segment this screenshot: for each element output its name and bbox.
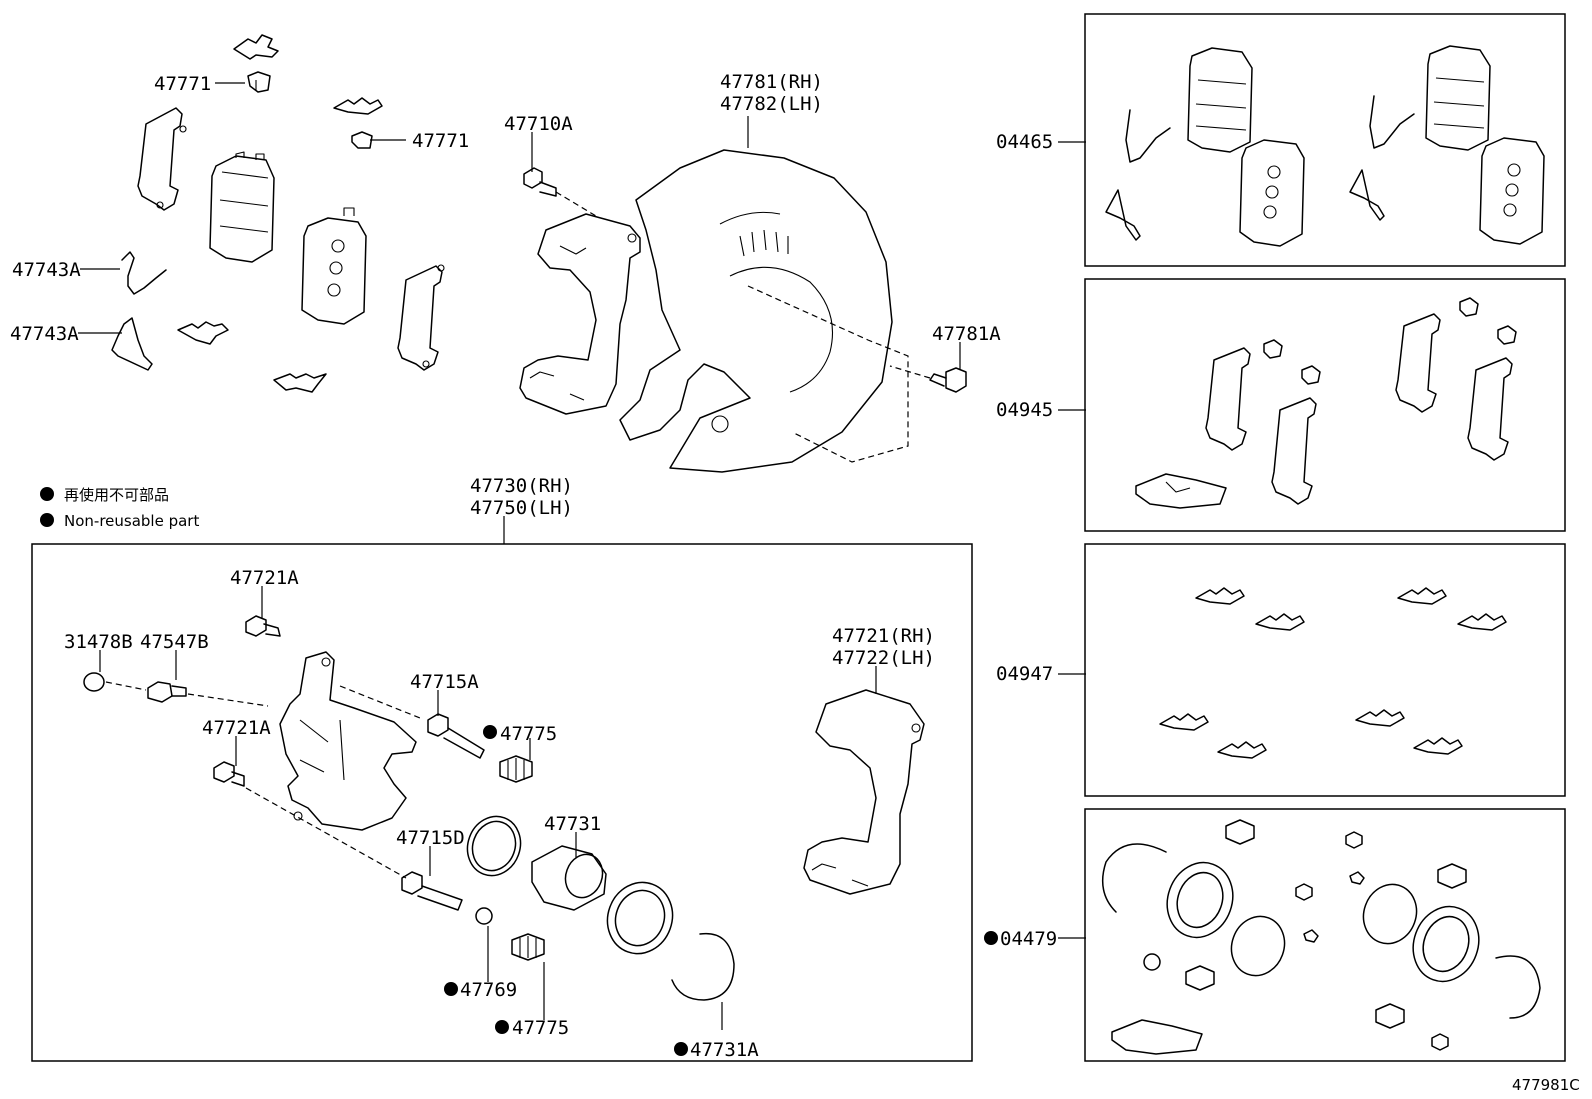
nonreusable-dot-47769 <box>444 982 458 996</box>
pad-clip-47771-top <box>247 71 271 93</box>
label-47730-rh: 47730(RH) <box>470 475 573 497</box>
kit-box-04465 <box>1084 13 1566 267</box>
label-31478b: 31478B <box>64 631 133 653</box>
legend-text-en: Non-reusable part <box>64 512 199 530</box>
anti-squeal-shim-top <box>233 34 279 60</box>
label-47715d: 47715D <box>396 827 465 849</box>
pad-clip-47771-right <box>351 131 373 149</box>
boot-47775-lower <box>511 933 545 961</box>
label-04947: 04947 <box>996 663 1053 685</box>
label-47743a-upper: 47743A <box>12 259 81 281</box>
label-47781-rh: 47781(RH) <box>720 71 823 93</box>
label-47721-rh: 47721(RH) <box>832 625 935 647</box>
bolt-47710a <box>523 167 557 197</box>
pad-support-plate-left <box>137 107 187 211</box>
label-04945: 04945 <box>996 399 1053 421</box>
bleeder-cap-31478b <box>83 672 105 692</box>
leader-dashed-cover-bolt <box>889 365 931 379</box>
label-47750-lh: 47750(LH) <box>470 497 573 519</box>
brake-pad-right <box>301 207 367 325</box>
caliper-mounting-bracket <box>519 213 641 415</box>
kit-box-04479 <box>1084 808 1566 1062</box>
label-04465: 04465 <box>996 131 1053 153</box>
label-47721a-lower: 47721A <box>202 717 271 739</box>
label-47721a-upper: 47721A <box>230 567 299 589</box>
piston-47731 <box>531 845 607 911</box>
label-47775-lower: 47775 <box>512 1017 569 1039</box>
label-47722-lh: 47722(LH) <box>832 647 935 669</box>
cylinder-boot <box>606 881 674 955</box>
leader-dashed-upper-pin <box>339 685 421 719</box>
label-47775-upper: 47775 <box>500 723 557 745</box>
kit-box-04945 <box>1084 278 1566 532</box>
label-47731a: 47731A <box>690 1039 759 1061</box>
nonreusable-dot-47775-lower <box>495 1020 509 1034</box>
bolt-47781a <box>929 367 967 393</box>
label-47731: 47731 <box>544 813 601 835</box>
set-ring-47731a <box>671 932 735 1001</box>
piston-seal <box>466 815 522 877</box>
pin-47715d <box>401 871 463 911</box>
label-47769: 47769 <box>460 979 517 1001</box>
label-47781a: 47781A <box>932 323 1001 345</box>
legend-dot-jp <box>40 487 54 501</box>
label-47715a: 47715A <box>410 671 479 693</box>
brake-pad-left <box>209 151 275 263</box>
leader-lines <box>78 82 1086 1030</box>
kit-04479-content <box>1101 819 1541 1055</box>
label-47782-lh: 47782(LH) <box>720 93 823 115</box>
label-04479: 04479 <box>1000 928 1057 950</box>
leader-dashed-lower-bolt <box>245 787 407 879</box>
label-47771-top: 47771 <box>154 73 211 95</box>
anti-squeal-shim-lower <box>177 321 229 345</box>
kit-04947-content <box>1159 587 1507 759</box>
pin-47715a <box>427 713 485 759</box>
nonreusable-dot-47731a <box>674 1042 688 1056</box>
pad-support-plate-right <box>397 264 445 371</box>
caliper-cylinder <box>279 651 417 831</box>
disc-brake-dust-cover <box>619 149 909 473</box>
anti-squeal-shim-bottom <box>273 373 327 393</box>
leader-dashed-bleeder <box>105 681 269 707</box>
bolt-47721a-lower <box>213 761 245 787</box>
pad-wear-indicator-spring-lower <box>111 317 153 371</box>
caliper-assembly-box <box>31 543 973 1062</box>
bushing-47769 <box>475 907 493 925</box>
diagram-reference-number: 477981C <box>1512 1076 1580 1094</box>
bolt-47721a-upper <box>245 615 281 637</box>
kit-04945-content <box>1135 297 1517 509</box>
shim-mid <box>333 97 383 115</box>
legend-text-jp: 再使用不可部品 <box>64 486 169 504</box>
pad-wear-indicator-spring-upper <box>121 251 167 295</box>
label-47771-right: 47771 <box>412 130 469 152</box>
caliper-mounting-bracket-lower <box>803 689 925 895</box>
bleeder-plug-47547b <box>147 681 187 703</box>
leader-dashed-bolt <box>555 191 597 217</box>
boot-47775-upper <box>499 755 533 783</box>
kit-box-04947 <box>1084 543 1566 797</box>
nonreusable-dot-47775-upper <box>483 725 497 739</box>
legend-dot-en <box>40 513 54 527</box>
nonreusable-dot-04479 <box>984 931 998 945</box>
kit-04465-content <box>1105 45 1545 247</box>
label-47743a-lower: 47743A <box>10 323 79 345</box>
label-47547b: 47547B <box>140 631 209 653</box>
label-47710a: 47710A <box>504 113 573 135</box>
